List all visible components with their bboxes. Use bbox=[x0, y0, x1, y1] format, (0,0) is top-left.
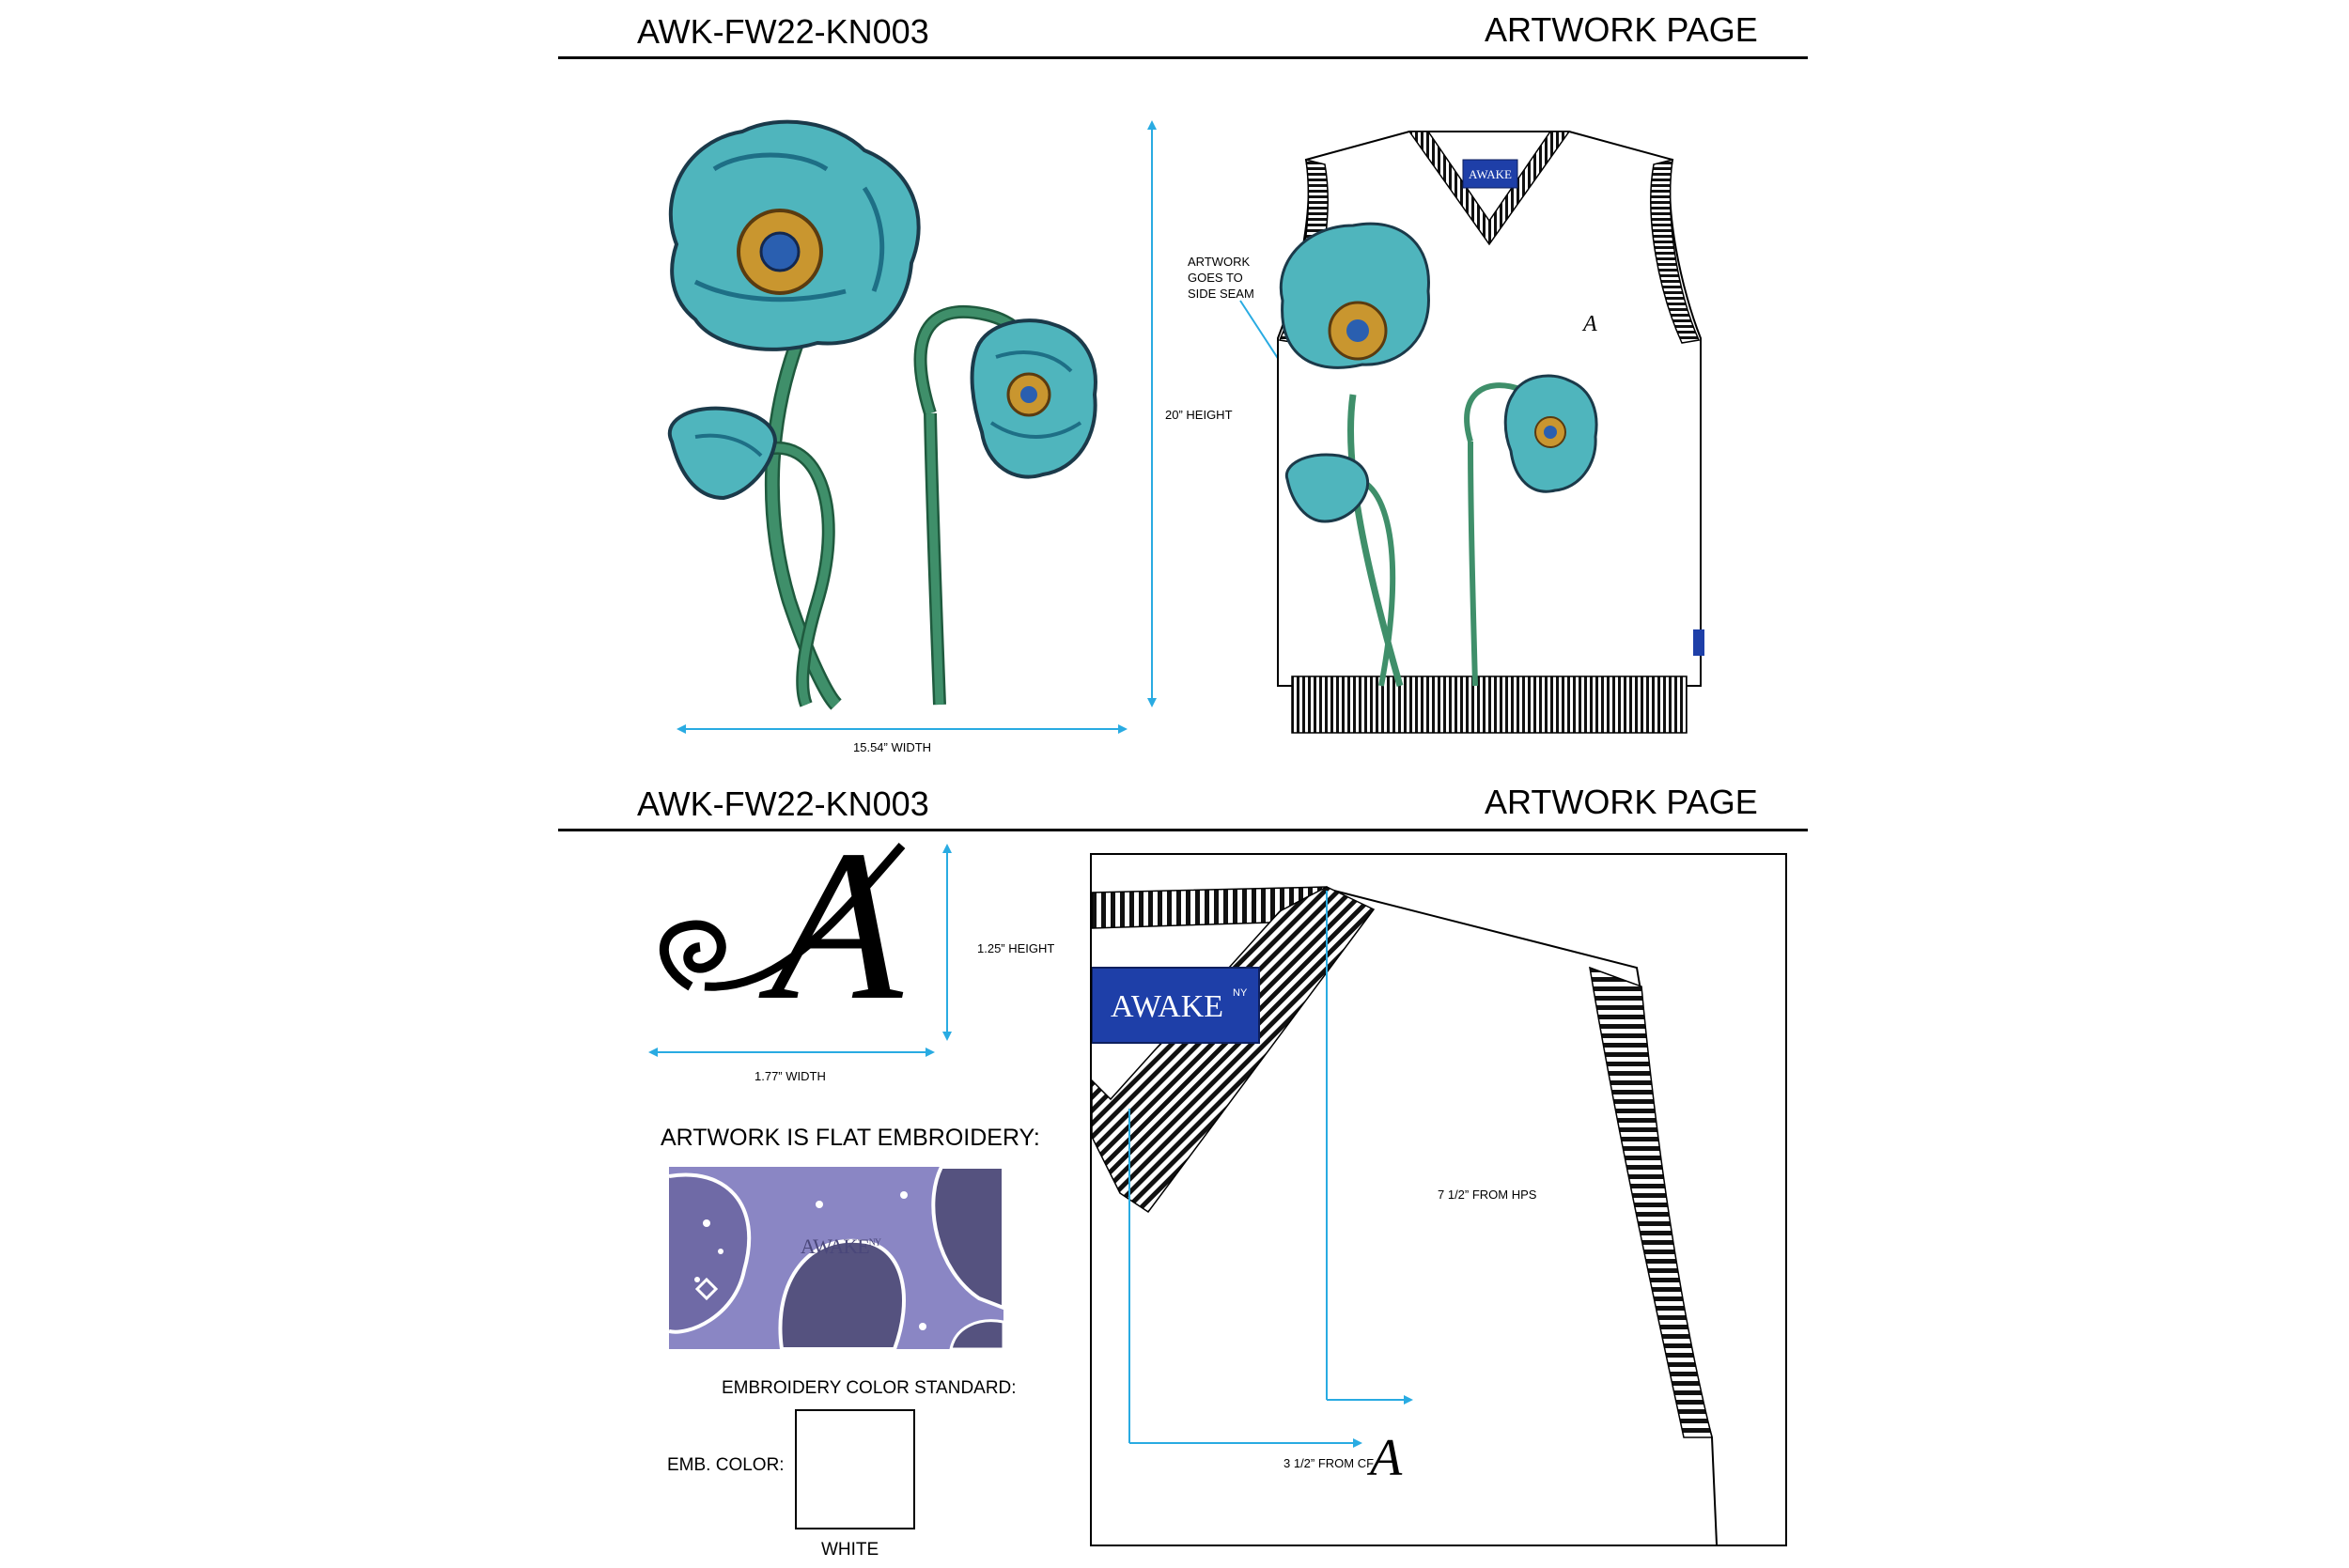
page-title-top: ARTWORK PAGE bbox=[1485, 10, 1758, 49]
logo-letter: A bbox=[770, 805, 903, 1045]
logo-a-artwork: A bbox=[648, 817, 930, 1043]
detail-logo-placement: A bbox=[1366, 1429, 1403, 1487]
color-standard-heading: EMBROIDERY COLOR STANDARD: bbox=[722, 1378, 1017, 1398]
logo-width-dimension-line bbox=[648, 1048, 935, 1057]
header-rule-top bbox=[558, 56, 1808, 59]
logo-height-label: 1.25” HEIGHT bbox=[977, 941, 1055, 955]
detail-neck-label-text: AWAKE bbox=[1111, 989, 1223, 1024]
emb-color-label: EMB. COLOR: bbox=[667, 1455, 785, 1475]
height-dimension-line bbox=[1147, 120, 1157, 707]
embroidery-heading: ARTWORK IS FLAT EMBROIDERY: bbox=[661, 1125, 1040, 1151]
header-rule-bottom bbox=[558, 829, 1808, 831]
style-code-bottom: AWK-FW22-KN003 bbox=[637, 784, 929, 823]
emb-color-name: WHITE bbox=[821, 1540, 879, 1560]
width-label: 15.54” WIDTH bbox=[853, 740, 932, 754]
from-cf-label: 3 1/2” FROM CF bbox=[1283, 1456, 1375, 1470]
emb-color-swatch bbox=[795, 1409, 915, 1529]
page-title-bottom: ARTWORK PAGE bbox=[1485, 783, 1758, 821]
detail-sketch-box: AWAKE NY A 7 1/2” FROM HPS 3 1/2” FROM C… bbox=[1090, 853, 1787, 1546]
logo-width-label: 1.77” WIDTH bbox=[754, 1069, 826, 1083]
vest-chest-logo: A bbox=[1581, 312, 1597, 336]
embroidery-sample-image: AWAKENY bbox=[669, 1167, 1003, 1349]
side-seam-callout: ARTWORK GOES TO SIDE SEAM bbox=[1188, 255, 1254, 301]
style-code-top: AWK-FW22-KN003 bbox=[637, 12, 929, 51]
logo-height-dimension-line bbox=[942, 844, 952, 1041]
width-dimension-line bbox=[677, 724, 1128, 734]
from-hps-label: 7 1/2” FROM HPS bbox=[1438, 1188, 1537, 1202]
vest-neck-label-text: AWAKE bbox=[1469, 167, 1512, 181]
detail-neck-label-superscript: NY bbox=[1233, 987, 1248, 999]
vest-front-sketch: AWAKE A bbox=[1277, 131, 1704, 734]
flower-artwork bbox=[668, 119, 1097, 710]
embroidery-sample-logo: AWAKENY bbox=[801, 1234, 881, 1258]
height-label: 20” HEIGHT bbox=[1165, 408, 1233, 422]
